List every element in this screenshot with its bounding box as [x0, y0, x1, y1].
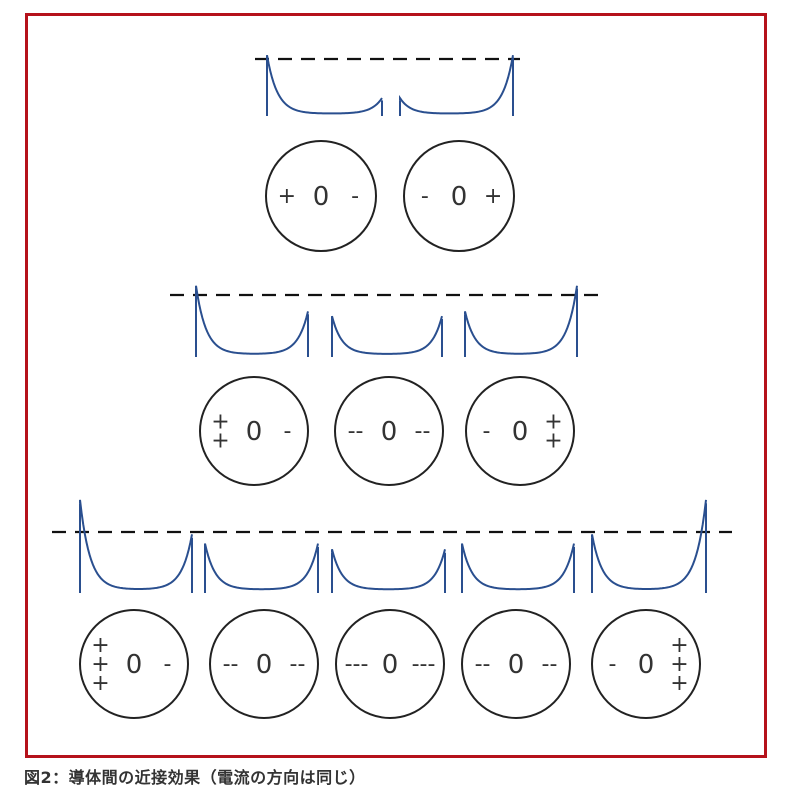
current-density-curve	[331, 315, 443, 355]
conductor-left-sign: --	[348, 419, 364, 444]
conductor-right-sign: -	[351, 184, 359, 209]
conductor-left-sign: +	[91, 633, 109, 658]
current-density-curve	[79, 499, 193, 590]
conductor-left-sign: ---	[345, 652, 369, 677]
conductor-center-zero: 0	[382, 650, 399, 680]
conductor-right-sign: --	[415, 419, 431, 444]
current-density-curve	[591, 499, 707, 590]
current-density-curve	[266, 54, 383, 115]
conductor-left-sign: +	[211, 410, 229, 435]
conductor-right-sign: +	[544, 429, 562, 454]
conductor-right-sign: +	[544, 410, 562, 435]
figure-caption: 図2：導体間の近接効果（電流の方向は同じ）	[24, 768, 366, 787]
conductor-center-zero: 0	[638, 650, 655, 680]
conductor-circle	[265, 140, 377, 252]
conductor-circle	[465, 376, 575, 486]
conductor-circle	[403, 140, 515, 252]
conductor-left-sign: +	[91, 652, 109, 677]
conductor-right-sign: +	[484, 184, 502, 209]
conductor-circle	[591, 609, 701, 719]
conductor-center-zero: 0	[313, 182, 330, 212]
conductor-left-sign: -	[483, 419, 491, 444]
conductor-right-sign: --	[290, 652, 306, 677]
conductor-left-sign: --	[223, 652, 239, 677]
conductor-right-sign: ---	[412, 652, 436, 677]
figure-frame	[25, 13, 767, 758]
conductor-right-sign: +	[670, 652, 688, 677]
conductor-center-zero: 0	[246, 417, 263, 447]
conductor-center-zero: 0	[512, 417, 529, 447]
current-density-curve	[464, 285, 578, 355]
conductor-center-zero: 0	[381, 417, 398, 447]
conductor-right-sign: +	[670, 633, 688, 658]
conductor-circle	[199, 376, 309, 486]
conductor-left-sign: +	[278, 184, 296, 209]
conductor-right-sign: -	[284, 419, 292, 444]
conductor-left-sign: -	[421, 184, 429, 209]
proximity-effect-diagram: 0+-0-+0++-0----0-++0+++-0----0------0---…	[52, 54, 732, 719]
conductor-right-sign: +	[670, 671, 688, 696]
conductor-right-sign: -	[164, 652, 172, 677]
current-density-curve	[204, 543, 319, 591]
current-density-curve	[399, 54, 514, 115]
current-density-curve	[331, 549, 446, 591]
conductor-center-zero: 0	[508, 650, 525, 680]
conductor-circle	[209, 609, 319, 719]
current-density-curve	[461, 543, 575, 591]
conductor-center-zero: 0	[126, 650, 143, 680]
conductor-center-zero: 0	[451, 182, 468, 212]
conductor-left-sign: -	[609, 652, 617, 677]
conductor-circle	[79, 609, 189, 719]
conductor-left-sign: +	[91, 671, 109, 696]
conductor-circle	[335, 609, 445, 719]
conductor-circle	[461, 609, 571, 719]
conductor-circle	[334, 376, 444, 486]
conductor-left-sign: +	[211, 429, 229, 454]
current-density-curve	[195, 285, 309, 355]
conductor-right-sign: --	[542, 652, 558, 677]
conductor-left-sign: --	[475, 652, 491, 677]
conductor-center-zero: 0	[256, 650, 273, 680]
